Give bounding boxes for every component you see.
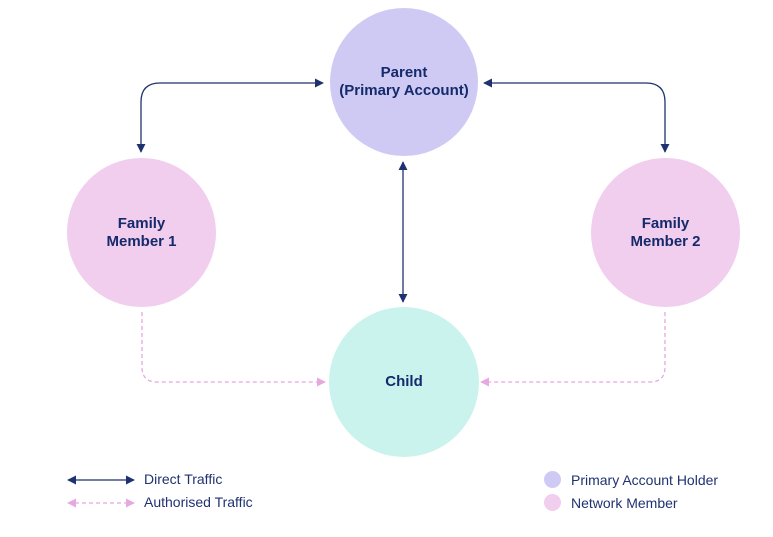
direct-link-parent-family2 (483, 78, 670, 153)
family-member-2-node: Family Member 2 (591, 158, 740, 307)
primary-holder-swatch (544, 471, 561, 488)
legend-primary-account-holder: Primary Account Holder (544, 471, 718, 488)
legend-network-member: Network Member (544, 494, 678, 511)
family-member-2-label-line2: Member 2 (630, 232, 701, 250)
family-member-2-label-line1: Family (641, 214, 690, 232)
family-member-1-label-line1: Family (117, 214, 166, 232)
authorised-link-family1-child (141, 312, 326, 387)
family-member-1-label-line2: Member 1 (106, 232, 177, 250)
parent-sublabel: (Primary Account) (339, 82, 469, 99)
legend-authorised-label: Authorised Traffic (144, 494, 253, 510)
family-member-1-node: Family Member 1 (67, 158, 216, 307)
legend-authorised-traffic: Authorised Traffic (144, 494, 253, 510)
legend-network-label: Network Member (571, 494, 678, 511)
legend-direct-label: Direct Traffic (144, 471, 223, 487)
legend-direct-traffic: Direct Traffic (144, 471, 222, 487)
parent-node: Parent (Primary Account) (330, 8, 478, 156)
network-member-swatch (544, 494, 561, 511)
legend-primary-label: Primary Account Holder (571, 471, 719, 488)
authorised-link-family2-child (480, 312, 666, 387)
parent-label: Parent (380, 64, 428, 81)
child-label: Child (385, 373, 423, 390)
direct-link-family1-parent (136, 78, 324, 153)
child-node: Child (329, 307, 479, 457)
